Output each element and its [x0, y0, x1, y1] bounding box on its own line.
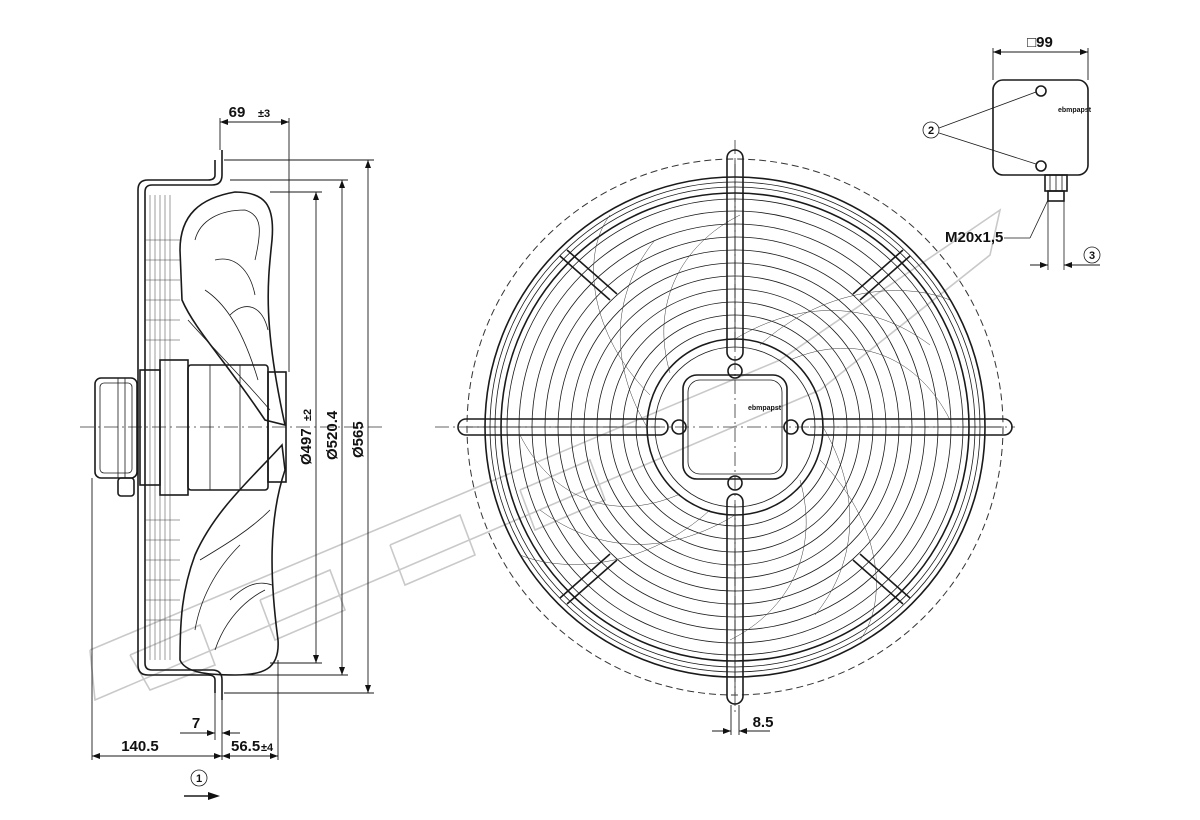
dim-slot-width: 8.5: [753, 714, 774, 731]
dim-front-depth-tol: ±4: [261, 742, 274, 754]
terminal-box-detail: □99 ebmpapst 2 M20x1,5 3: [922, 34, 1101, 270]
dim-hub-depth: 69: [229, 104, 246, 121]
callout-gland-dia-label: 3: [1089, 250, 1095, 262]
dim-front-depth: 56.5: [231, 738, 260, 755]
guard-struts: [457, 149, 1013, 705]
side-view: 69 ±3 Ø497 ±2 Ø520.4 Ø565: [80, 104, 385, 800]
hub-brand-label: ebmpapst: [748, 405, 782, 412]
callout-screws-label: 2: [928, 125, 934, 137]
side-terminal-box: [94, 377, 138, 497]
dim-box-size: □99: [1027, 34, 1053, 51]
airflow-callout: 1: [184, 769, 220, 800]
dim-outer-diameter: Ø565: [350, 421, 367, 458]
dim-blade-diameter: Ø497: [298, 428, 315, 465]
dim-hub-depth-tol: ±3: [258, 108, 270, 120]
cable-gland-label: M20x1,5: [945, 229, 1003, 246]
front-blades: [519, 214, 951, 641]
watermark: [89, 208, 1002, 702]
ring-ribs: [145, 195, 180, 660]
upper-blade: [179, 191, 287, 427]
hub-terminal-box: ebmpapst: [671, 363, 799, 491]
dim-flange-offset: 7: [192, 715, 200, 732]
dim-blade-diameter-tol: ±2: [302, 409, 314, 421]
dim-total-depth: 140.5: [121, 738, 159, 755]
dim-ring-diameter: Ø520.4: [324, 410, 341, 460]
motor: [139, 359, 287, 496]
box-brand-label: ebmpapst: [1058, 107, 1092, 114]
callout-airflow-label: 1: [196, 773, 202, 785]
front-view: ebmpapst 8.5: [435, 140, 1015, 735]
